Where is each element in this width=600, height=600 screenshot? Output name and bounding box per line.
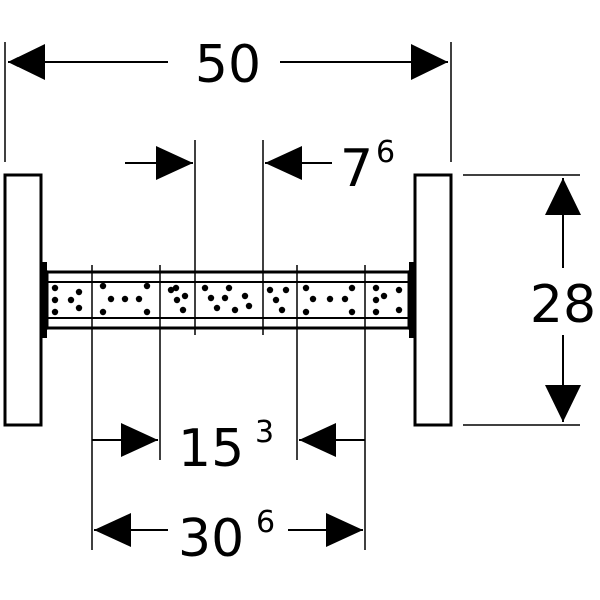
dimension-overall-width: 50 <box>8 35 448 95</box>
rail-hole <box>231 306 239 314</box>
rail-hole <box>372 284 380 292</box>
rail-hole <box>348 308 356 316</box>
dimension-label-inner-spacing: 15 <box>178 419 244 479</box>
dimension-height: 28 <box>530 178 596 422</box>
rail-hole <box>51 284 59 292</box>
rail-hole <box>181 292 189 300</box>
rail-hole <box>172 284 180 292</box>
rail-hole <box>173 296 181 304</box>
rail-hole <box>395 286 403 294</box>
rail-hole <box>380 292 388 300</box>
rail-hole <box>282 286 290 294</box>
right-side-plate <box>413 173 453 427</box>
dimension-label-outer-spacing-superscript: 6 <box>256 505 275 540</box>
dimension-label-height: 28 <box>530 275 596 335</box>
rail-hole <box>225 284 233 292</box>
extension-lines <box>4 42 580 550</box>
rail-hole <box>213 304 221 312</box>
dimension-gap: 7 6 <box>125 135 395 199</box>
dimension-label-inner-spacing-superscript: 3 <box>255 415 274 450</box>
rail-hole <box>121 295 129 303</box>
dimension-label-outer-spacing: 30 <box>178 509 244 569</box>
left-side-plate <box>3 173 43 427</box>
rail-hole <box>51 308 59 316</box>
rail-hole <box>143 282 151 290</box>
rail-hole <box>302 308 310 316</box>
dimension-outer-spacing: 30 6 <box>94 505 363 569</box>
dimension-label-gap-superscript: 6 <box>376 135 395 170</box>
rail-hole <box>143 308 151 316</box>
rail-hole <box>372 296 380 304</box>
rail-hole <box>67 296 75 304</box>
dimension-inner-spacing: 15 3 <box>92 415 365 479</box>
rail-hole <box>167 286 175 294</box>
rail-hole <box>309 295 317 303</box>
rail-hole <box>179 306 187 314</box>
rail-hole <box>201 284 209 292</box>
dimension-label-gap: 7 <box>340 139 373 199</box>
rail-hole <box>341 295 349 303</box>
rail-hole <box>266 286 274 294</box>
dimension-label-overall-width: 50 <box>195 35 261 95</box>
rail-hole <box>99 308 107 316</box>
rail-hole <box>75 288 83 296</box>
rail-hole <box>51 296 59 304</box>
mounting-rail <box>45 270 411 330</box>
rail-hole <box>107 295 115 303</box>
rail-hole <box>348 284 356 292</box>
rail-hole <box>99 282 107 290</box>
rail-hole <box>372 308 380 316</box>
rail-hole <box>241 292 249 300</box>
rail-hole <box>207 294 215 302</box>
rail-hole <box>278 306 286 314</box>
rail-hole <box>221 294 229 302</box>
rail-hole <box>272 296 280 304</box>
rail-hole <box>75 304 83 312</box>
rail-hole <box>245 302 253 310</box>
rail-hole <box>326 295 334 303</box>
rail-hole <box>395 306 403 314</box>
rail-hole <box>135 295 143 303</box>
rail-hole <box>302 284 310 292</box>
